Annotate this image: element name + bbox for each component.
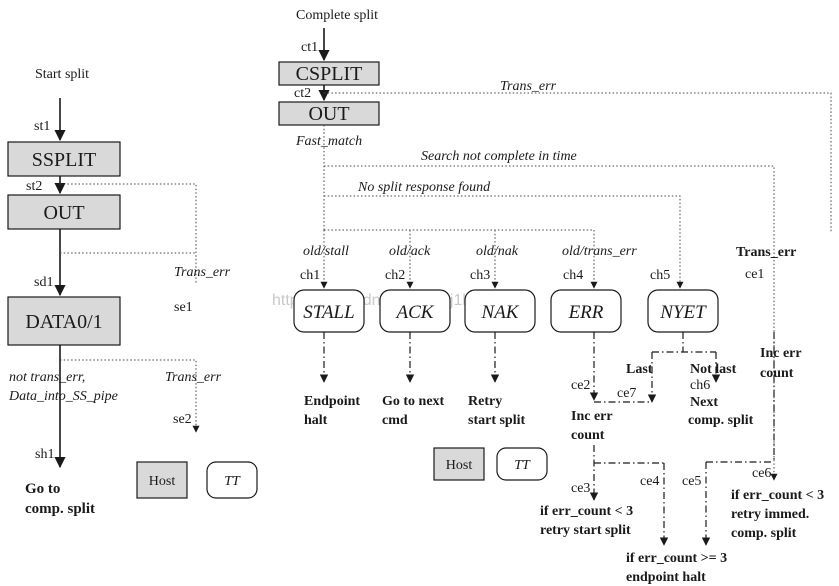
legend-host-box-left (136, 461, 188, 499)
not-last-label: Not last (690, 362, 737, 377)
if-lt3-1: if err_count < 3 (540, 504, 633, 519)
inc-err-right-1: Inc err (760, 346, 802, 361)
trans-err-top-label: Trans_err (500, 79, 557, 94)
go-next-1: Go to next (382, 394, 445, 409)
stall-label: STALL (303, 302, 354, 323)
data-into-ss-pipe-label: Data_into_SS_pipe (8, 389, 118, 404)
nak-label: NAK (481, 302, 520, 323)
no-split-response-path (324, 195, 684, 289)
point-ch1: ch1 (300, 268, 320, 283)
trans-err-path-2 (60, 359, 200, 433)
point-ce5: ce5 (682, 474, 701, 489)
point-se2: se2 (173, 412, 192, 427)
start-split-title: Start split (35, 67, 89, 82)
err-state (550, 289, 622, 333)
go-next-2: cmd (382, 413, 408, 428)
out-label-complete: OUT (308, 103, 349, 125)
legend-tt-box-right (496, 447, 548, 481)
trans-err-top-path (324, 92, 832, 233)
legend-tt-box-left (206, 461, 258, 499)
next-1: Next (690, 395, 718, 410)
search-not-complete-path (324, 165, 778, 481)
search-not-complete-label: Search not complete in time (421, 149, 577, 164)
if-lt3r-1: if err_count < 3 (731, 488, 824, 503)
next-2: comp. split (688, 413, 754, 428)
out-label-start: OUT (43, 202, 84, 224)
go-to-label: Go to (25, 481, 60, 497)
inc-err-2: count (571, 428, 605, 443)
ack-state (379, 289, 451, 333)
point-ce7: ce7 (617, 386, 636, 401)
endpoint-halt-2: halt (304, 413, 328, 428)
point-sd1: sd1 (34, 275, 53, 290)
trans-err-label-2: Trans_err (165, 370, 222, 385)
ack-label: ACK (395, 302, 435, 323)
endpoint-halt-1: Endpoint (304, 394, 360, 409)
retry-1: Retry (468, 394, 502, 409)
ssplit-box (7, 141, 121, 177)
trans-err-label-1: Trans_err (174, 265, 231, 280)
point-ch2: ch2 (385, 268, 405, 283)
complete-split-title: Complete split (296, 8, 378, 23)
nak-state (464, 289, 536, 333)
start-split-section: Start split st1 SSPLIT st2 OUT Trans_err… (7, 67, 258, 517)
point-ch6: ch6 (690, 378, 710, 393)
point-ce4: ce4 (640, 474, 659, 489)
point-st2: st2 (26, 179, 42, 194)
if-lt3-2: retry start split (540, 523, 631, 538)
legend-tt-label-left: TT (224, 474, 241, 489)
point-ch3: ch3 (470, 268, 490, 283)
point-st1: st1 (34, 119, 50, 134)
trans-err-bold-label: Trans_err (736, 245, 796, 260)
point-ch5: ch5 (650, 268, 670, 283)
retry-2: start split (468, 413, 526, 428)
old-stall-label: old/stall (303, 244, 349, 259)
point-ce2: ce2 (571, 378, 590, 393)
data-box (7, 296, 121, 346)
out-box-start (7, 194, 121, 230)
legend-tt-label-right: TT (514, 458, 531, 473)
if-ge3-1: if err_count >= 3 (626, 551, 727, 566)
complete-split-section: Complete split ct1 CSPLIT ct2 OUT Trans_… (278, 8, 832, 585)
point-ce3: ce3 (571, 481, 590, 496)
out-box-complete (278, 101, 380, 126)
point-ce6: ce6 (752, 466, 771, 481)
if-lt3r-2: retry immed. (731, 507, 809, 522)
trans-err-path-1 (60, 183, 197, 284)
legend-host-label-left: Host (149, 474, 176, 489)
point-ce1: ce1 (745, 267, 764, 282)
not-trans-err-label: not trans_err, (9, 370, 85, 385)
err-label: ERR (568, 302, 604, 323)
if-ge3-2: endpoint halt (626, 570, 706, 585)
old-trans-err-label: old/trans_err (562, 244, 637, 259)
inc-err-right-2: count (760, 366, 794, 381)
stall-state (293, 289, 365, 333)
nyet-label: NYET (659, 302, 707, 323)
old-nak-label: old/nak (476, 244, 519, 259)
legend-host-box-right (433, 447, 485, 481)
fast-match-label: Fast_match (295, 134, 362, 149)
ssplit-label: SSPLIT (32, 149, 96, 171)
legend-host-label-right: Host (446, 458, 473, 473)
point-ct1: ct1 (301, 40, 318, 55)
point-sh1: sh1 (35, 447, 54, 462)
inc-err-1: Inc err (571, 409, 613, 424)
comp-split-label: comp. split (25, 501, 95, 517)
point-ch4: ch4 (563, 268, 583, 283)
point-ct2: ct2 (294, 86, 311, 101)
csplit-box (278, 61, 380, 86)
csplit-label: CSPLIT (296, 63, 363, 85)
point-se1: se1 (174, 300, 193, 315)
last-label: Last (626, 362, 653, 377)
data-label: DATA0/1 (25, 311, 102, 333)
no-split-response-label: No split response found (357, 180, 491, 195)
old-ack-label: old/ack (389, 244, 431, 259)
if-lt3r-3: comp. split (731, 526, 797, 541)
